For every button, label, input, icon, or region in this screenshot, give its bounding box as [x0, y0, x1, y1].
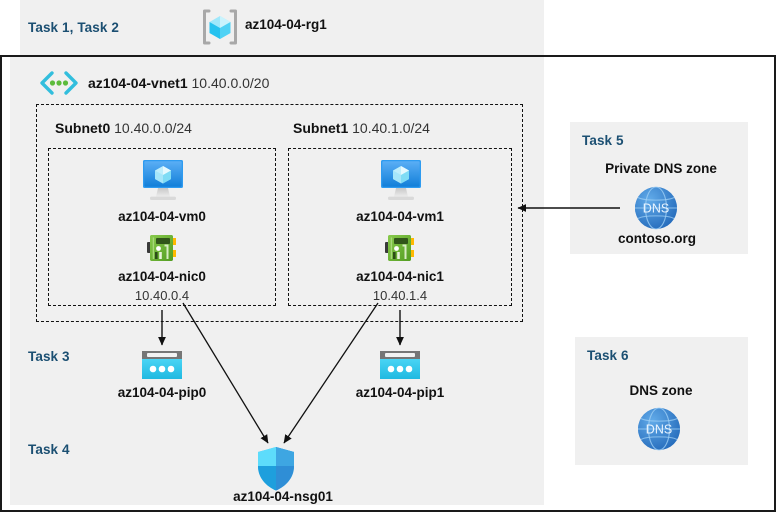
- vm1-name: az104-04-vm1: [356, 209, 444, 224]
- dns-zone-icon: DNS: [632, 184, 680, 232]
- subnet1-cidr: 10.40.1.0/24: [352, 120, 430, 136]
- task3-label: Task 3: [28, 349, 70, 364]
- nic0-name: az104-04-nic0: [118, 269, 206, 284]
- dns-icon-text: DNS: [646, 423, 672, 437]
- resource-group-name: az104-04-rg1: [245, 17, 327, 32]
- subnet0-header: Subnet0 10.40.0.0/24: [55, 120, 192, 136]
- task4-label: Task 4: [28, 442, 70, 457]
- public-ip-address-icon: [378, 350, 422, 382]
- resource-group-icon: [200, 7, 240, 47]
- network-interface-icon: [145, 232, 181, 266]
- nsg-name: az104-04-nsg01: [233, 489, 333, 504]
- nic1-ip: 10.40.1.4: [373, 288, 427, 303]
- private-dns-zone-heading: Private DNS zone: [605, 161, 717, 176]
- subnet0-name: Subnet0: [55, 120, 110, 136]
- network-security-group-icon: [254, 445, 298, 493]
- virtual-network-icon: [38, 70, 80, 96]
- private-dns-zone-name: contoso.org: [618, 231, 696, 246]
- task6-label: Task 6: [587, 348, 629, 363]
- virtual-machine-icon: [375, 158, 427, 204]
- task1-task2-label: Task 1, Task 2: [28, 20, 119, 35]
- public-ip-address-icon: [140, 350, 184, 382]
- subnet1-header: Subnet1 10.40.1.0/24: [293, 120, 430, 136]
- dns-zone-heading: DNS zone: [629, 383, 692, 398]
- nic0-ip: 10.40.0.4: [135, 288, 189, 303]
- subnet0-cidr: 10.40.0.0/24: [114, 120, 192, 136]
- nic1-name: az104-04-nic1: [356, 269, 444, 284]
- vnet-header: az104-04-vnet1 10.40.0.0/20: [88, 75, 269, 91]
- vm0-name: az104-04-vm0: [118, 209, 206, 224]
- subnet1-name: Subnet1: [293, 120, 348, 136]
- pip1-name: az104-04-pip1: [356, 385, 445, 400]
- task3-panel: [20, 337, 544, 415]
- vnet-cidr: 10.40.0.0/20: [192, 75, 270, 91]
- dns-zone-icon: DNS: [635, 405, 683, 453]
- virtual-machine-icon: [137, 158, 189, 204]
- network-interface-icon: [383, 232, 419, 266]
- vnet-name: az104-04-vnet1: [88, 75, 188, 91]
- pip0-name: az104-04-pip0: [118, 385, 207, 400]
- task5-label: Task 5: [582, 133, 624, 148]
- dns-icon-text: DNS: [643, 202, 669, 216]
